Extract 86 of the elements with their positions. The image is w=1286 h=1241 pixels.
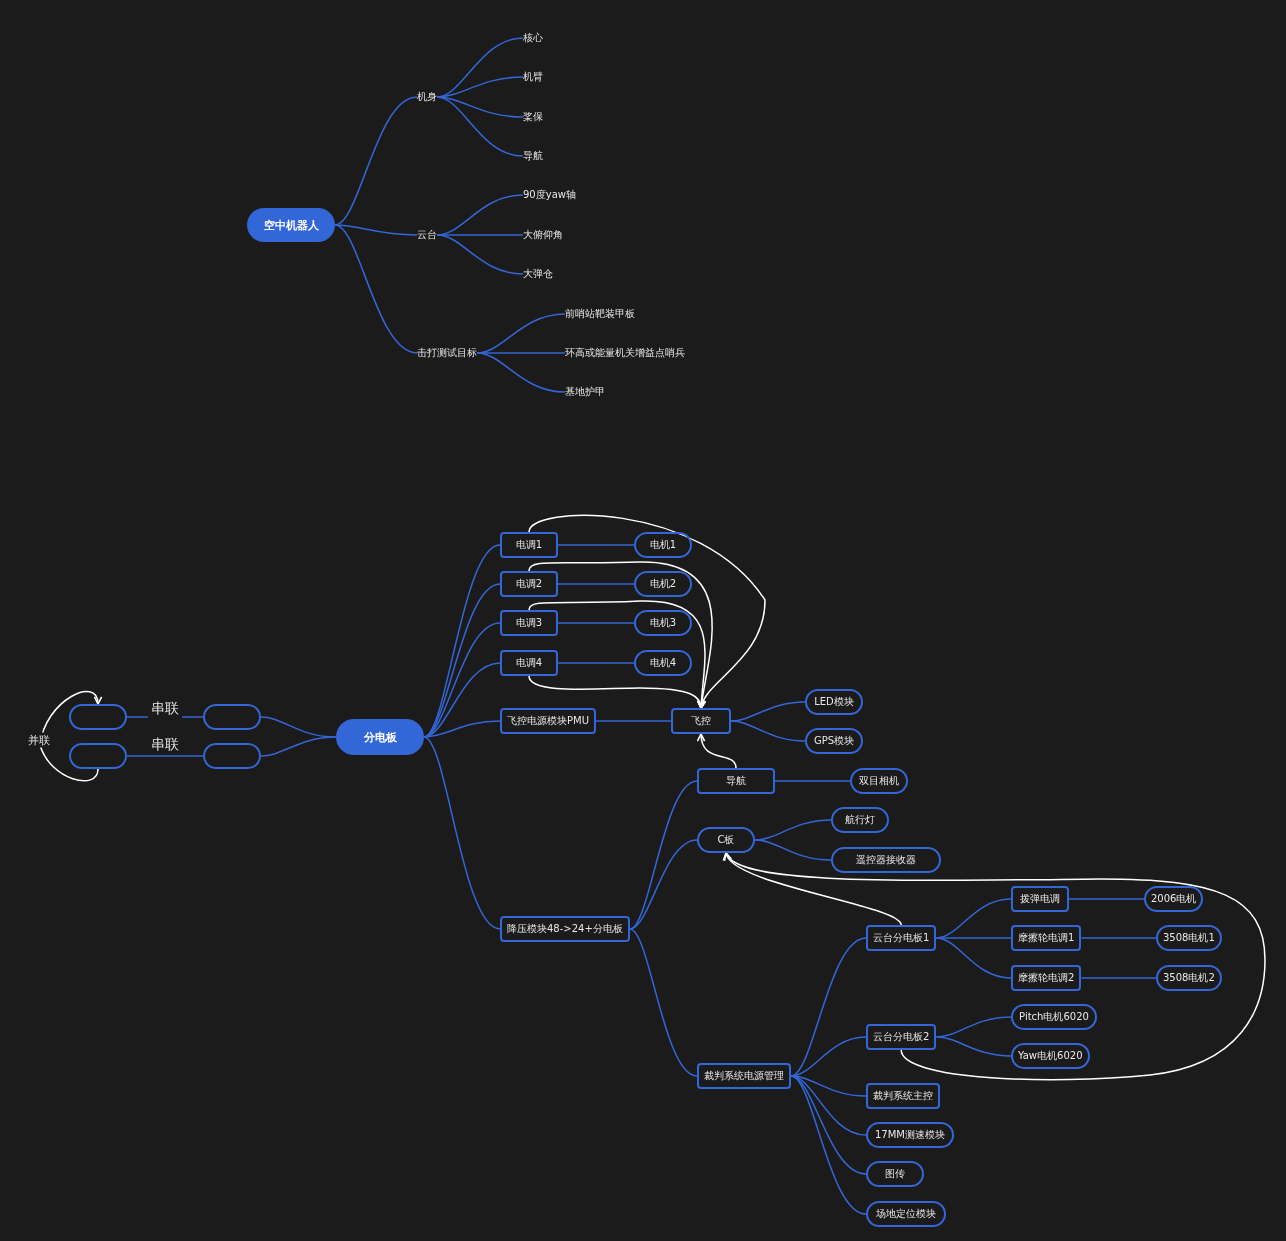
component-pill: C板 bbox=[697, 827, 755, 853]
connector-line bbox=[436, 96, 524, 118]
connector-line bbox=[1080, 977, 1157, 979]
pill-shape bbox=[203, 743, 261, 769]
module-box: 飞控电源模块PMU bbox=[500, 708, 596, 734]
component-pill: Pitch电机6020 bbox=[1011, 1004, 1097, 1030]
connector-line bbox=[1068, 898, 1145, 900]
module-box: 电调4 bbox=[500, 650, 558, 676]
component-pill: 航行灯 bbox=[831, 807, 889, 833]
module-box: 飞控 bbox=[671, 708, 731, 734]
connector-line bbox=[557, 583, 635, 585]
component-pill: 遥控器接收器 bbox=[831, 847, 941, 873]
module-box: 导航 bbox=[697, 768, 775, 794]
connector-line bbox=[1080, 937, 1157, 939]
connector-line bbox=[126, 755, 204, 757]
component-pill: 电机1 bbox=[634, 532, 692, 558]
pill-shape bbox=[69, 743, 127, 769]
connector-line bbox=[790, 1075, 867, 1215]
topic-text: 前哨站靶装甲板 bbox=[565, 304, 635, 324]
edge-label: 串联 bbox=[148, 700, 182, 718]
pill-shape bbox=[203, 704, 261, 730]
module-box: 裁判系统主控 bbox=[866, 1083, 940, 1109]
arrow bbox=[528, 561, 713, 709]
connector-line bbox=[423, 583, 501, 738]
connector-line bbox=[774, 780, 851, 782]
component-pill: 电机4 bbox=[634, 650, 692, 676]
connector-line bbox=[629, 780, 698, 930]
connector-line bbox=[629, 839, 698, 930]
topic-text: 90度yaw轴 bbox=[523, 185, 576, 205]
connector-line bbox=[436, 96, 524, 157]
component-pill: 电机2 bbox=[634, 571, 692, 597]
module-box: 云台分电板2 bbox=[866, 1024, 937, 1050]
topic-text: 环高或能量机关增益点哨兵 bbox=[565, 343, 685, 363]
component-pill: 图传 bbox=[866, 1161, 924, 1187]
connector-line bbox=[754, 839, 832, 861]
edge-label: 并联 bbox=[25, 732, 53, 748]
module-box: 电调1 bbox=[500, 532, 558, 558]
connector-line bbox=[730, 720, 806, 742]
connector-line bbox=[423, 736, 501, 930]
component-pill: 场地定位模块 bbox=[866, 1201, 946, 1227]
module-box: 裁判系统电源管理 bbox=[697, 1063, 791, 1089]
topic-text: 导航 bbox=[523, 146, 543, 166]
topic-text: 云台 bbox=[417, 225, 437, 245]
connector-line bbox=[557, 544, 635, 546]
component-pill: 双目相机 bbox=[850, 768, 908, 794]
module-box: 摩擦轮电调2 bbox=[1011, 965, 1082, 991]
pill-shape bbox=[69, 704, 127, 730]
module-box: 云台分电板1 bbox=[866, 925, 937, 951]
component-pill: 17MM测速模块 bbox=[866, 1122, 954, 1148]
arrow bbox=[528, 675, 705, 709]
topic-text: 机臂 bbox=[523, 67, 543, 87]
component-pill: LED模块 bbox=[805, 689, 863, 715]
component-pill: 3508电机1 bbox=[1156, 925, 1222, 951]
component-pill: Yaw电机6020 bbox=[1011, 1043, 1090, 1069]
connector-line bbox=[935, 937, 1012, 979]
connector-line bbox=[629, 928, 698, 1077]
topic-pill: 分电板 bbox=[336, 719, 424, 755]
component-pill: 2006电机 bbox=[1144, 886, 1204, 912]
arrow bbox=[725, 852, 1266, 1081]
arrow bbox=[39, 691, 102, 782]
topic-text: 基地护甲 bbox=[565, 382, 605, 402]
component-pill: 3508电机2 bbox=[1156, 965, 1222, 991]
connector-line bbox=[557, 622, 635, 624]
topic-text: 机身 bbox=[417, 87, 437, 107]
connector-line bbox=[476, 352, 566, 393]
topic-text: 击打测试目标 bbox=[417, 343, 477, 363]
connector-line bbox=[595, 720, 672, 722]
module-box: 电调3 bbox=[500, 610, 558, 636]
topic-text: 核心 bbox=[523, 28, 543, 48]
connector-line bbox=[334, 224, 418, 354]
arrow bbox=[697, 733, 737, 769]
connector-line bbox=[260, 736, 337, 757]
module-box: 摩擦轮电调1 bbox=[1011, 925, 1082, 951]
component-pill: 电机3 bbox=[634, 610, 692, 636]
module-box: 降压模块48->24+分电板 bbox=[500, 916, 630, 942]
module-box: 电调2 bbox=[500, 571, 558, 597]
topic-pill: 空中机器人 bbox=[247, 208, 335, 242]
component-pill: GPS模块 bbox=[805, 728, 863, 754]
topic-text: 大弹仓 bbox=[523, 264, 553, 284]
topic-text: 大俯仰角 bbox=[523, 225, 563, 245]
topic-text: 桨保 bbox=[523, 107, 543, 127]
connector-line bbox=[935, 1036, 1012, 1057]
connector-line bbox=[436, 234, 524, 275]
arrow bbox=[725, 852, 902, 926]
connector-line bbox=[557, 662, 635, 664]
module-box: 拨弹电调 bbox=[1011, 886, 1069, 912]
